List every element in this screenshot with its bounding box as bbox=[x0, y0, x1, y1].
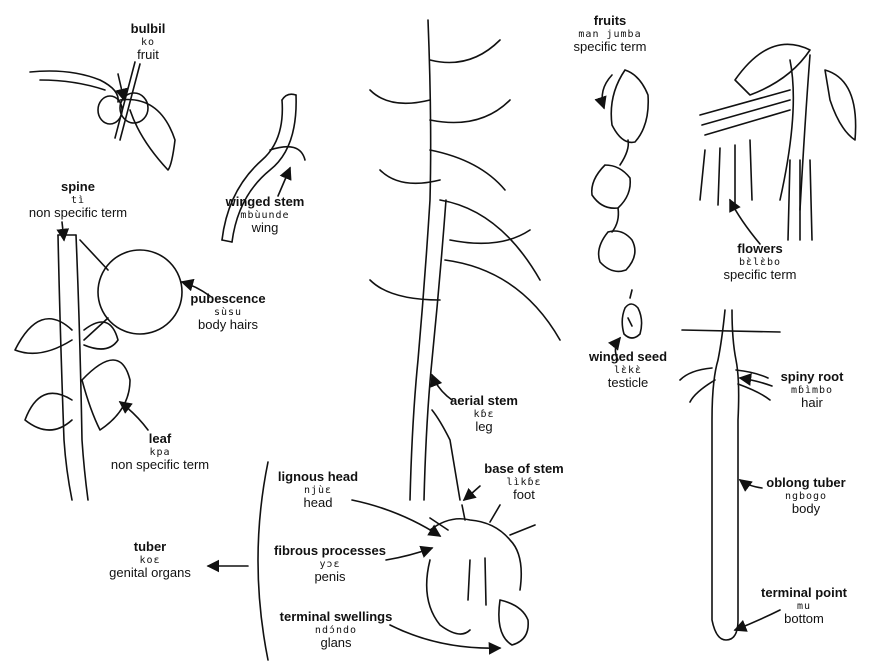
flowers-illustration bbox=[700, 44, 856, 240]
bulbil-illustration bbox=[30, 62, 175, 170]
fruits-illustration bbox=[592, 70, 648, 271]
tuber-illustration bbox=[427, 505, 535, 645]
tuber-group-brace bbox=[258, 462, 268, 660]
winged-seed-illustration bbox=[622, 290, 641, 338]
